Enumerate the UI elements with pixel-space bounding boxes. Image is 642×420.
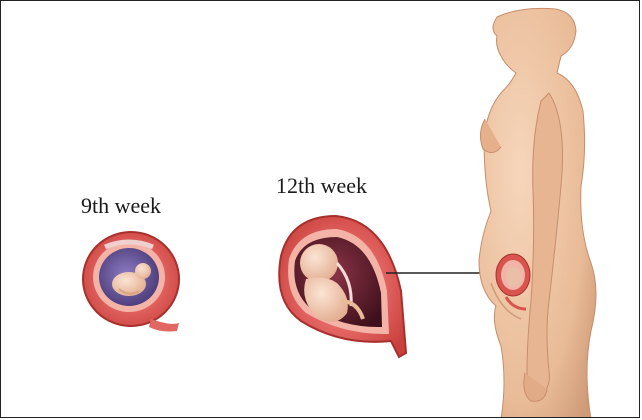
label-9th-week: 9th week <box>81 193 161 219</box>
woman-figure <box>479 8 596 418</box>
uterus-12th-week <box>279 216 406 357</box>
uterus-9th-week <box>83 232 179 332</box>
label-12th-week: 12th week <box>276 173 367 199</box>
